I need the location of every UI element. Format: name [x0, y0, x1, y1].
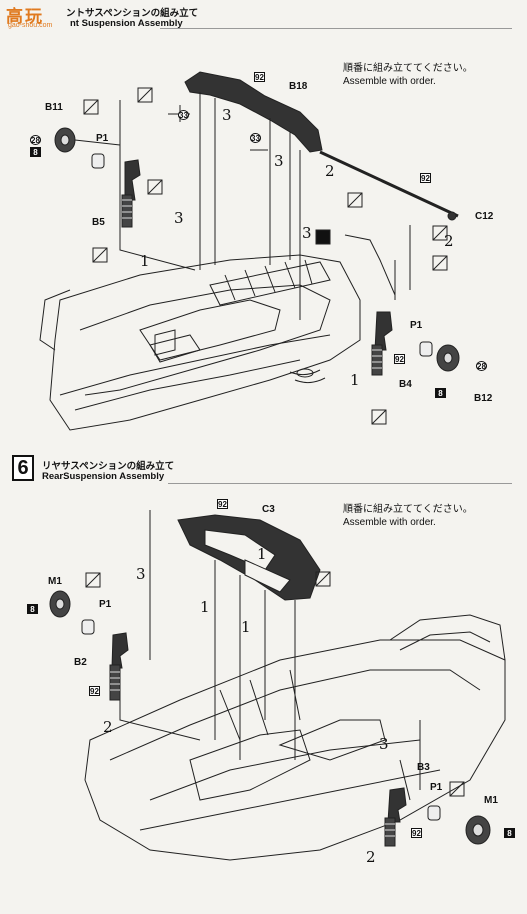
step5-title-jp: ントサスペンションの組み立て [66, 8, 199, 19]
part-label-b3: B3 [417, 762, 430, 773]
hint-icon [83, 87, 448, 425]
part-label-b18: B18 [289, 81, 308, 92]
step6-order-jp: 順番に組み立ててください。 [343, 504, 473, 515]
order-number: 1 [241, 618, 251, 636]
step-number-6: 6 [12, 455, 34, 481]
hint-icon [85, 571, 465, 797]
order-number: 3 [302, 224, 312, 242]
order-number: 3 [379, 735, 389, 753]
part-number-badge: 92 [217, 499, 228, 509]
order-number: 1 [257, 545, 267, 563]
part-number-badge: 92 [254, 72, 265, 82]
part-label-c3: C3 [262, 504, 275, 515]
part-label-p1: P1 [99, 599, 112, 610]
part-label-c12: C12 [475, 211, 494, 222]
watermark-text: 高玩 [6, 7, 44, 26]
order-number: 3 [136, 565, 146, 583]
order-number: 1 [200, 598, 210, 616]
watermark-logo: 高玩 gao-shou.com [2, 2, 70, 32]
part-number-badge: 28 [476, 361, 487, 371]
order-number: 3 [274, 152, 284, 170]
part-number-badge: 28 [30, 135, 41, 145]
step6-title-en: RearSuspension Assembly [42, 471, 165, 482]
part-number-badge: 92 [89, 686, 100, 696]
part-number-badge: 8 [30, 147, 41, 157]
step5-order-en: Assemble with order. [343, 76, 436, 87]
step5-order-jp: 順番に組み立ててください。 [343, 63, 473, 74]
part-label-m1: M1 [48, 576, 62, 587]
part-label-b5: B5 [92, 217, 105, 228]
part-label-p1: P1 [410, 320, 423, 331]
watermark-url: gao-shou.com [8, 22, 53, 29]
order-number: 1 [140, 252, 150, 270]
part-number-badge: 92 [394, 354, 405, 364]
part-label-m1: M1 [484, 795, 498, 806]
order-number: 2 [444, 232, 454, 250]
part-label-b2: B2 [74, 657, 87, 668]
part-number-badge: 33 [250, 133, 261, 143]
part-label-p1: P1 [96, 133, 109, 144]
order-number: 2 [103, 718, 113, 736]
part-label-p1: P1 [430, 782, 443, 793]
step6-title-jp: リヤサスペンションの組み立て [42, 461, 175, 472]
order-number: 3 [222, 106, 232, 124]
part-number-badge: 8 [504, 828, 515, 838]
part-label-b11: B11 [45, 102, 63, 113]
part-number-badge: 92 [420, 173, 431, 183]
part-label-b12: B12 [474, 393, 493, 404]
part-number-badge: 8 [27, 604, 38, 614]
part-number-badge: 33 [178, 110, 189, 120]
part-number-badge: 8 [435, 388, 446, 398]
part-label-b4: B4 [399, 379, 412, 390]
order-number: 1 [350, 371, 360, 389]
step5-title-en: nt Suspension Assembly [70, 18, 183, 29]
order-number: 3 [174, 209, 184, 227]
divider [168, 483, 512, 484]
step6-order-en: Assemble with order. [343, 517, 436, 528]
part-number-badge: 92 [411, 828, 422, 838]
order-number: 2 [325, 162, 335, 180]
divider [160, 28, 512, 29]
order-number: 2 [366, 848, 376, 866]
